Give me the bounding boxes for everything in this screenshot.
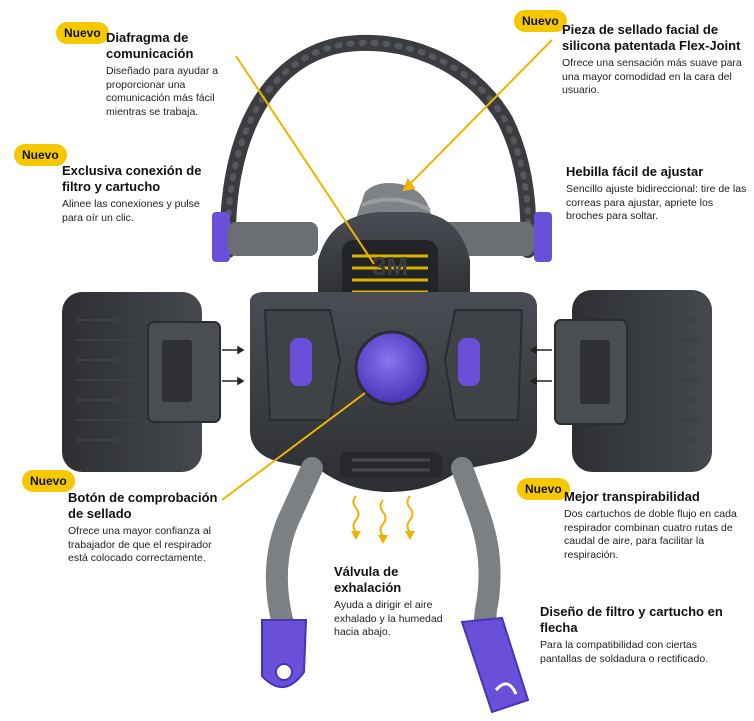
new-badge: Nuevo <box>517 478 570 500</box>
right-cartridge <box>554 290 712 472</box>
callout-title: Mejor transpirabilidad <box>564 489 700 504</box>
callout-title: Exclusiva conexión de filtro y cartucho <box>62 163 202 194</box>
callout-description: Sencillo ajuste bidireccional: tire de l… <box>566 183 747 222</box>
callout-communication-diaphragm: Diafragma de comunicación Diseñado para … <box>106 30 236 119</box>
right-release-tab <box>458 338 480 386</box>
callout-breathability: Mejor transpirabilidad Dos cartuchos de … <box>564 489 740 562</box>
left-release-tab <box>290 338 312 386</box>
airflow-arrows <box>222 345 552 386</box>
callout-title: Hebilla fácil de ajustar <box>566 164 704 179</box>
callout-description: Ayuda a dirigir el aire exhalado y la hu… <box>334 599 443 638</box>
callout-title: Pieza de sellado facial de silicona pate… <box>562 22 741 53</box>
callout-title: Diseño de filtro y cartucho en flecha <box>540 604 723 635</box>
right-strap-clip <box>460 616 530 714</box>
new-badge: Nuevo <box>22 470 75 492</box>
new-badge: Nuevo <box>514 10 567 32</box>
brand-logo: 3M <box>372 251 408 281</box>
left-strap-clip <box>261 619 308 688</box>
callout-filter-connection: Exclusiva conexión de filtro y cartucho … <box>62 163 202 225</box>
right-buckle <box>534 212 552 262</box>
exhalation-valve <box>340 452 442 478</box>
callout-description: Diseñado para ayudar a proporcionar una … <box>106 65 219 118</box>
exhalation-airflow-icon <box>352 495 414 537</box>
callout-arrow-filter-design: Diseño de filtro y cartucho en flecha Pa… <box>540 604 730 666</box>
callout-description: Ofrece una sensación más suave para una … <box>562 57 742 96</box>
callout-exhalation-valve: Válvula de exhalación Ayuda a dirigir el… <box>334 564 456 640</box>
callout-description: Alinee las conexiones y pulse para oír u… <box>62 198 200 224</box>
left-cartridge <box>62 292 221 472</box>
right-neck-strap <box>451 457 501 639</box>
callout-facial-seal: Pieza de sellado facial de silicona pate… <box>562 22 748 98</box>
callout-pointers <box>221 39 553 501</box>
callout-title: Diafragma de comunicación <box>106 30 194 61</box>
left-neck-strap <box>265 457 323 651</box>
callout-description: Para la compatibilidad con ciertas panta… <box>540 639 709 665</box>
callout-description: Ofrece una mayor confianza al trabajador… <box>68 525 212 564</box>
callout-adjustable-buckle: Hebilla fácil de ajustar Sencillo ajuste… <box>566 164 750 224</box>
callout-title: Válvula de exhalación <box>334 564 402 595</box>
new-badge: Nuevo <box>56 22 109 44</box>
callout-description: Dos cartuchos de doble flujo en cada res… <box>564 508 737 561</box>
left-buckle <box>212 212 230 262</box>
seal-check-button <box>354 330 430 406</box>
new-badge: Nuevo <box>14 144 67 166</box>
callout-title: Botón de comprobación de sellado <box>68 490 218 521</box>
callout-seal-check-button: Botón de comprobación de sellado Ofrece … <box>68 490 228 566</box>
